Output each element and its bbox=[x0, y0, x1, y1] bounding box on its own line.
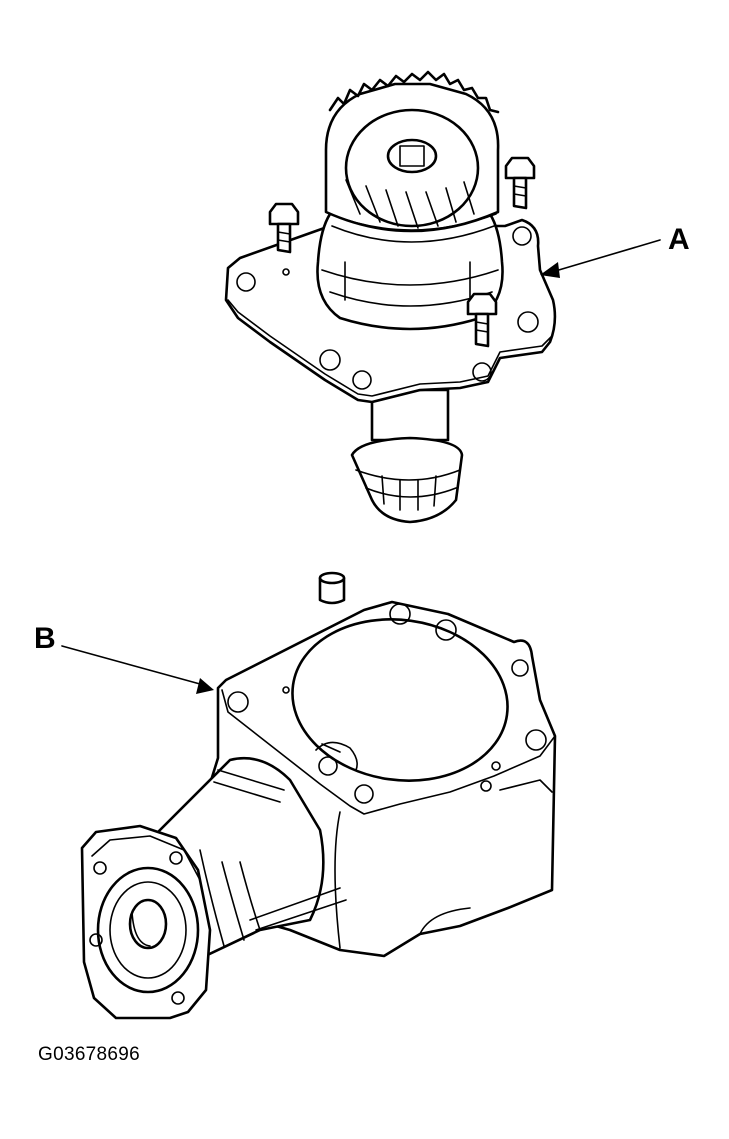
flange-bolt-front bbox=[466, 292, 498, 348]
differential-housing bbox=[80, 600, 557, 1020]
callout-label-a: A bbox=[668, 223, 690, 256]
pinion-shaft bbox=[350, 388, 464, 524]
helical-gear bbox=[324, 70, 500, 243]
figure-id: G03678696 bbox=[38, 1044, 141, 1065]
dowel-pin bbox=[318, 571, 346, 605]
flange-bolt-right bbox=[504, 156, 536, 210]
leader-line-a bbox=[540, 239, 661, 278]
leader-line-b bbox=[61, 645, 214, 694]
callout-label-b: B bbox=[34, 622, 56, 655]
flange-bolt-left bbox=[268, 202, 300, 254]
pinion-bearing-assembly bbox=[224, 70, 661, 524]
